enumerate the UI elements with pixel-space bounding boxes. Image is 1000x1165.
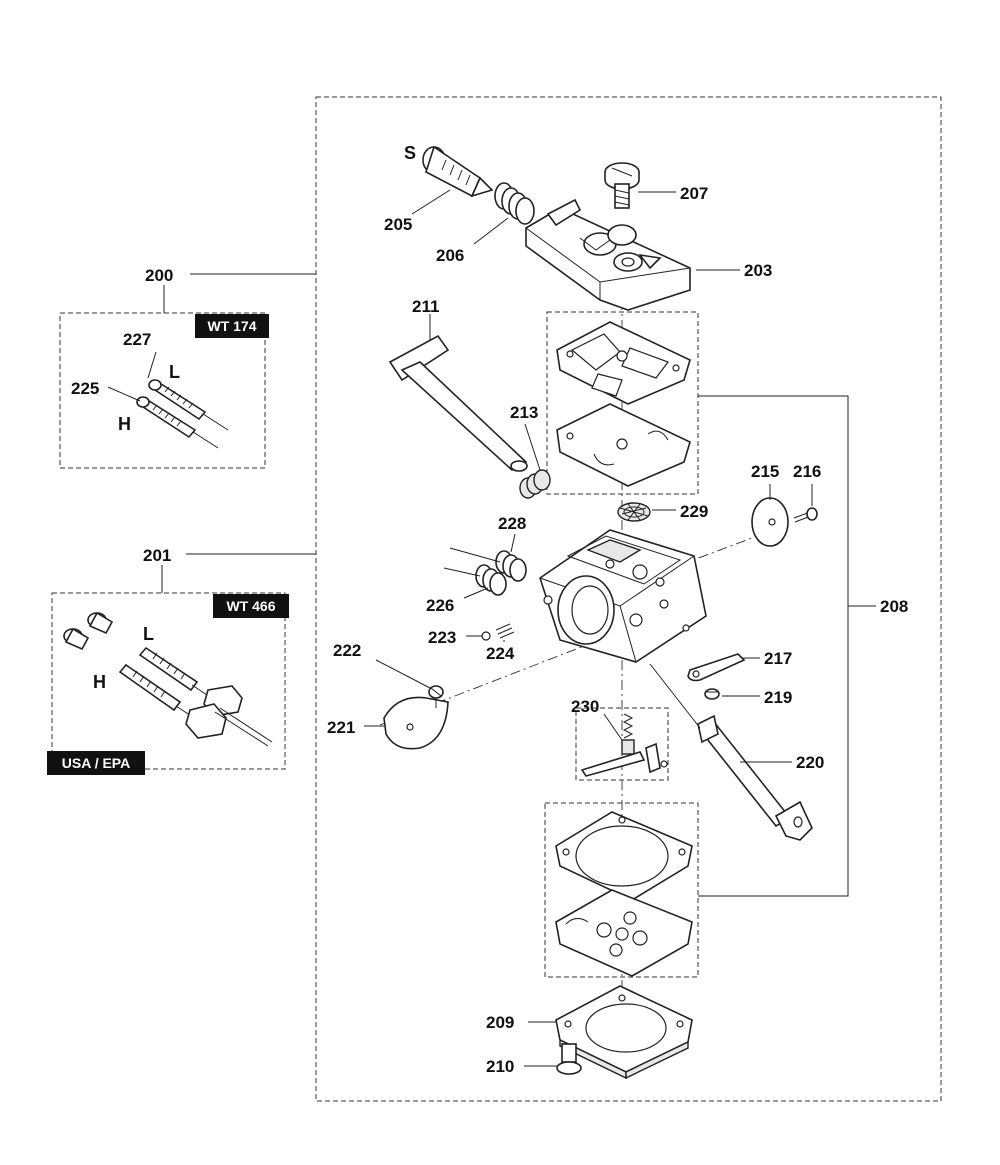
kit-wt466-group: WT 466 USA / EPA L H: [47, 592, 289, 775]
upper-diaphragm: [556, 403, 691, 487]
letter-l-top: L: [169, 362, 180, 382]
leader-200: [163, 273, 316, 313]
needle-225: [136, 396, 219, 449]
letter-h-bottom: H: [93, 672, 106, 692]
kit-wt174-tag: [195, 314, 269, 338]
callout-213: 213: [510, 403, 538, 422]
callout-203: 203: [744, 261, 772, 280]
tool-adapter: [185, 685, 273, 747]
leader-226: [463, 587, 489, 599]
part-222-screw: [428, 685, 444, 708]
callout-207: 207: [680, 184, 708, 203]
leader-222: [375, 659, 431, 689]
callout-225: 225: [71, 379, 99, 398]
lower-diaphragm: [555, 889, 693, 977]
letter-l-bottom: L: [143, 624, 154, 644]
callout-230: 230: [571, 697, 599, 716]
leader-213: [524, 423, 541, 471]
lower-gasket: [555, 811, 693, 901]
part-224-spring: [495, 623, 515, 639]
callout-219: 219: [764, 688, 792, 707]
callout-208: 208: [880, 597, 908, 616]
part-226-spring: [443, 564, 507, 596]
kit-wt174-group: WT 174 227 225 L H: [59, 312, 269, 469]
letter-h-top: H: [118, 414, 131, 434]
callout-226: 226: [426, 596, 454, 615]
callout-201: 201: [143, 546, 171, 565]
leader-201: [161, 553, 316, 593]
part-216-screw: [793, 507, 818, 523]
part-220-choke-shaft: [649, 663, 813, 841]
part-213-spring: [519, 469, 551, 499]
callout-200: 200: [145, 266, 173, 285]
callout-215: 215: [751, 462, 779, 481]
kit-wt466-tag: [213, 594, 289, 618]
leader-225: [107, 386, 141, 402]
callout-217: 217: [764, 649, 792, 668]
kit-wt174-frame: [59, 312, 266, 469]
part-211-throttle-shaft: [388, 334, 528, 472]
part-210-screw: [556, 1043, 582, 1075]
part-206-spring: [494, 182, 535, 225]
part-219-screw: [704, 688, 720, 700]
callout-223: 223: [428, 628, 456, 647]
limiter-caps: [63, 611, 114, 651]
callout-229: 229: [680, 502, 708, 521]
callout-216: 216: [793, 462, 821, 481]
leader-227: [147, 351, 157, 379]
leader-206: [473, 217, 509, 245]
part-230-metering-lever: [580, 713, 668, 777]
part-209-pump-cover: [555, 985, 693, 1080]
kit-wt174-tag-text: WT 174: [207, 318, 256, 334]
callout-206: 206: [436, 246, 464, 265]
part-229-screen: [617, 502, 651, 522]
callout-222: 222: [333, 641, 361, 660]
upper-gasket-frame: [546, 311, 699, 495]
part-215-choke-plate: [751, 497, 789, 547]
callout-210: 210: [486, 1057, 514, 1076]
callout-224: 224: [486, 644, 515, 663]
usa-epa-tag-text: USA / EPA: [62, 755, 130, 771]
leader-230: [603, 713, 623, 741]
leader-228: [510, 533, 516, 553]
part-223-ball: [481, 631, 491, 641]
lower-gasket-frame: [544, 802, 699, 978]
part-203-cover: [525, 198, 691, 311]
kit-wt466-frame: [51, 592, 286, 770]
part-207-screw: [604, 162, 640, 209]
kit-wt466-tag-text: WT 466: [226, 598, 275, 614]
callout-227: 227: [123, 330, 151, 349]
upper-gasket: [556, 321, 691, 405]
needle-227: [148, 379, 229, 431]
callout-220: 220: [796, 753, 824, 772]
callout-221: 221: [327, 718, 355, 737]
bracket-208: [698, 395, 876, 897]
part-228-spring: [449, 547, 527, 582]
main-assembly-frame: [315, 96, 942, 1102]
carburetor-body: [539, 529, 707, 663]
letter-s: S: [404, 143, 416, 163]
callout-209: 209: [486, 1013, 514, 1032]
metering-lever-frame: [575, 707, 669, 781]
callout-205: 205: [384, 215, 412, 234]
callout-211: 211: [412, 297, 439, 316]
part-221-throttle-plate: [383, 696, 449, 750]
callout-228: 228: [498, 514, 526, 533]
part-205-screw: [422, 145, 494, 198]
leader-205: [411, 189, 451, 215]
part-217-lever: [687, 653, 746, 682]
usa-epa-tag: [47, 751, 145, 775]
